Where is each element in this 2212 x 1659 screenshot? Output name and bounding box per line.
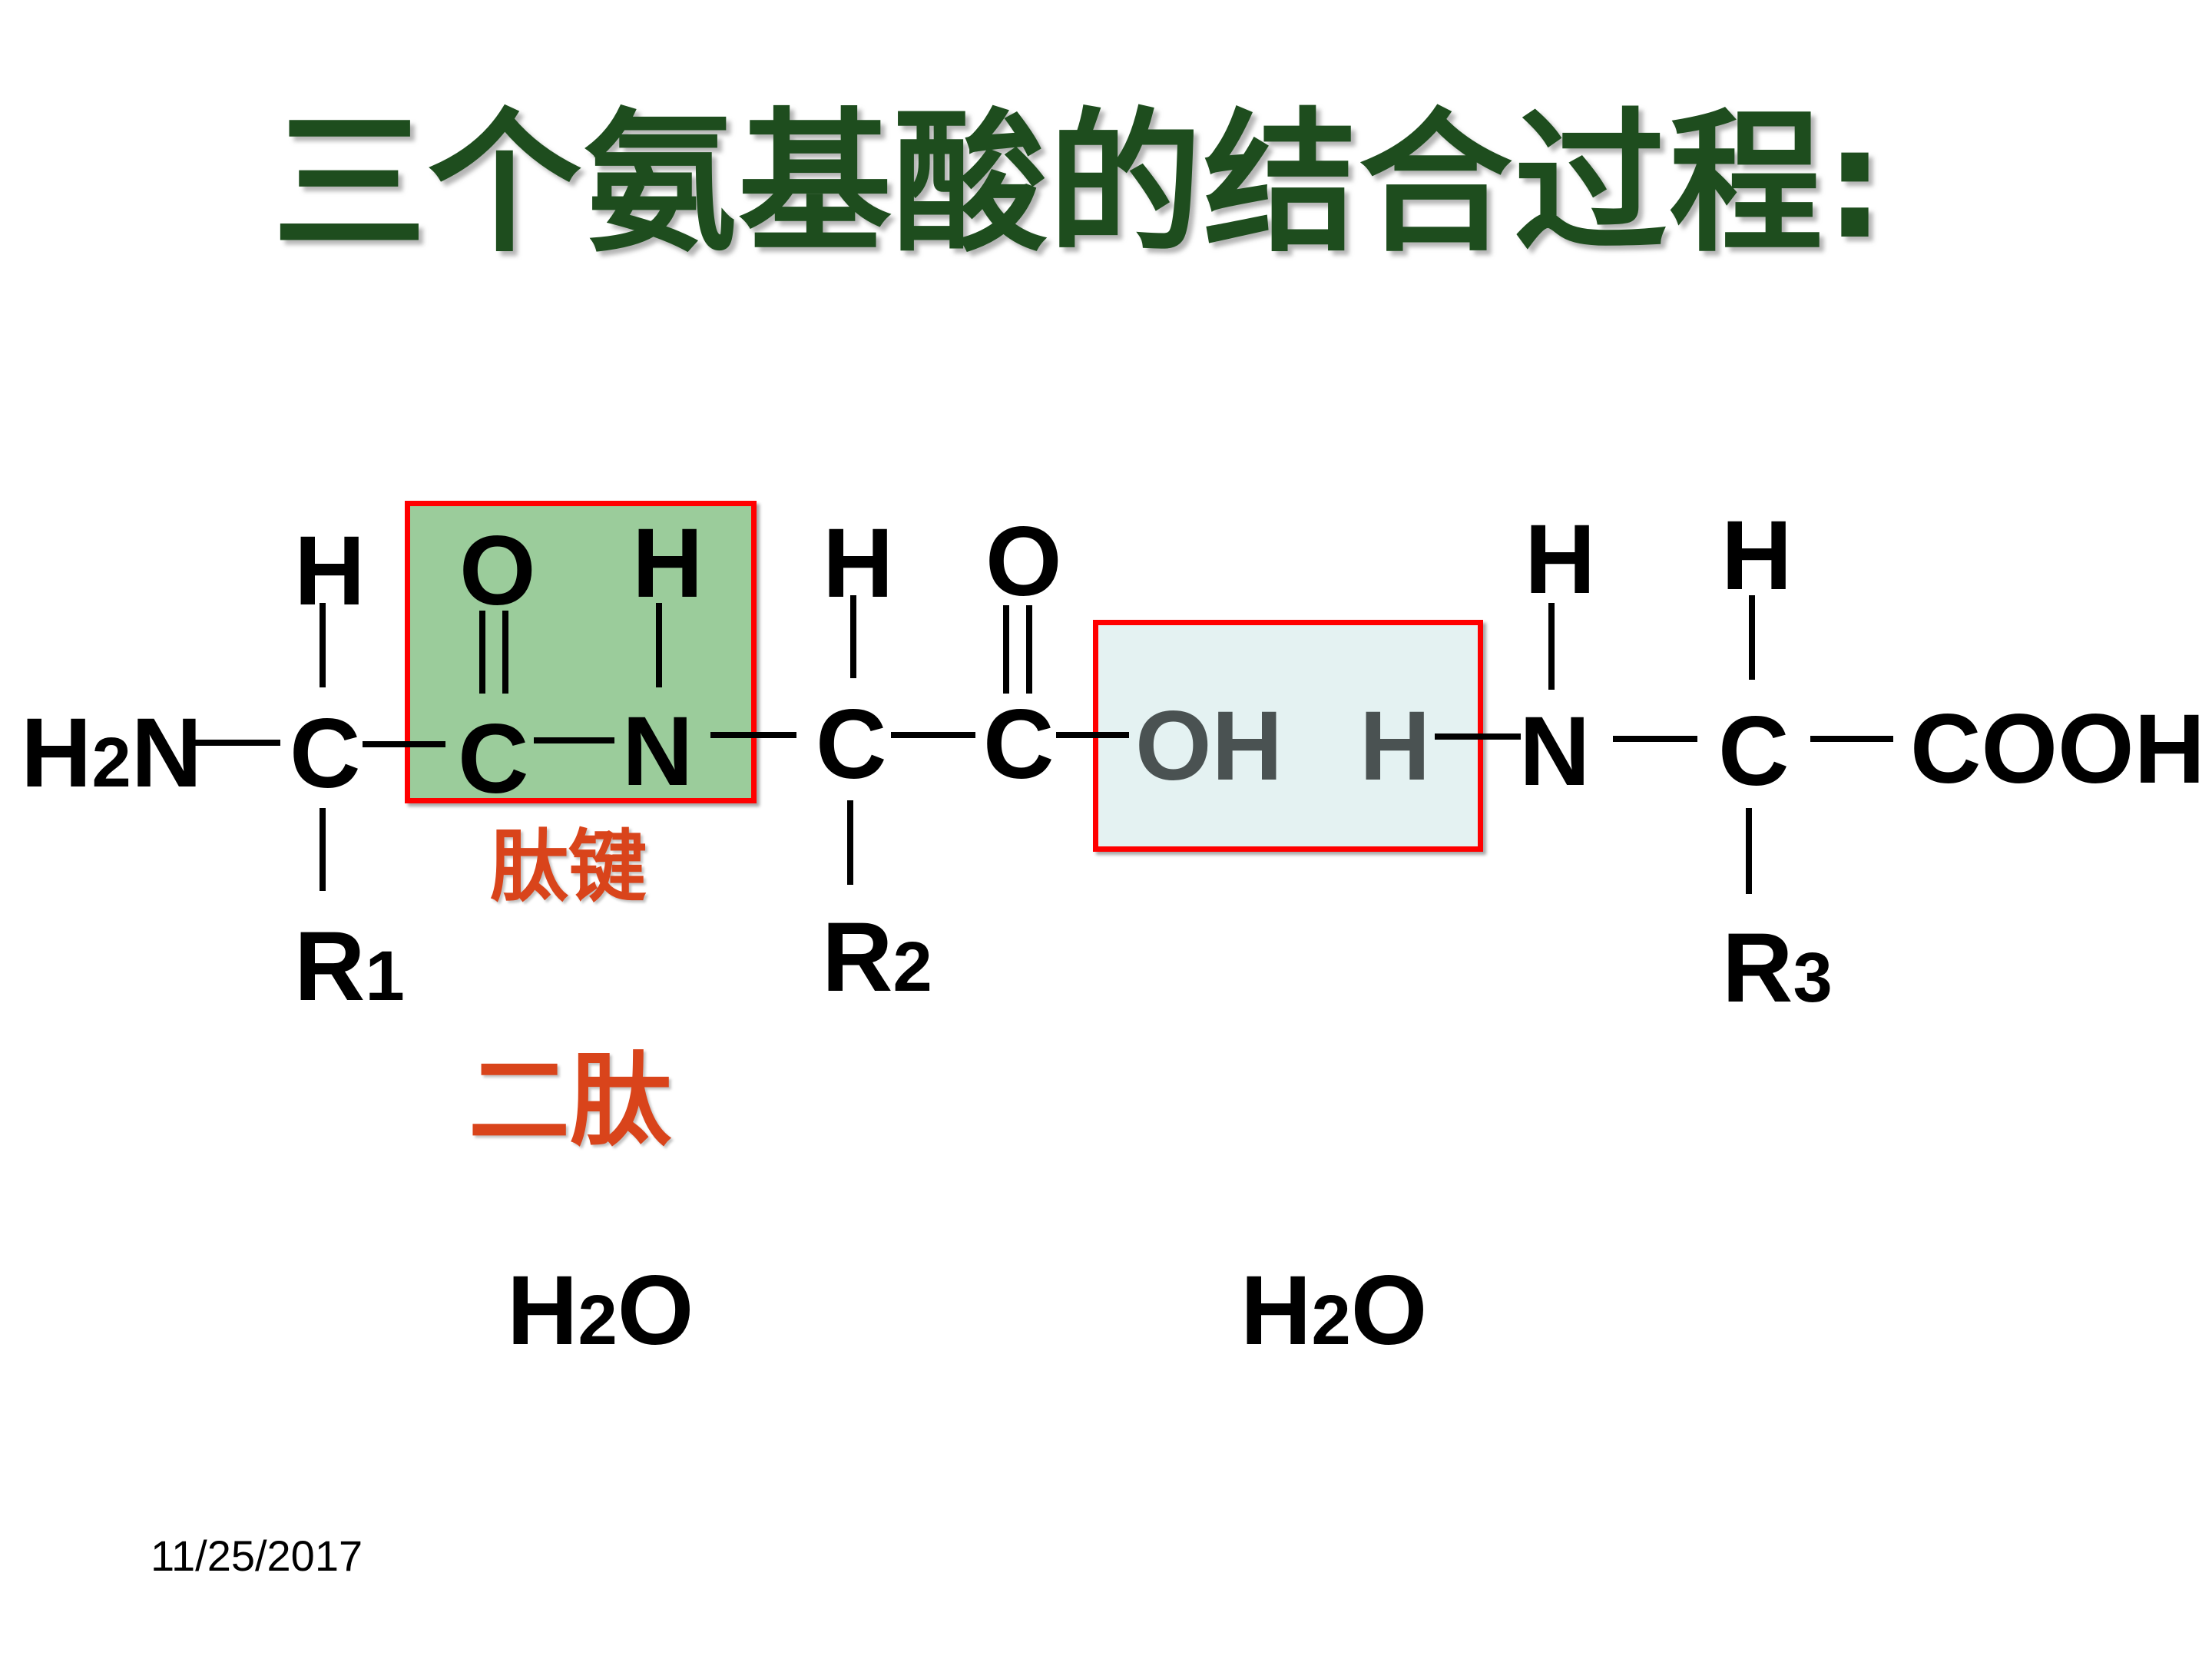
bond-double-c4-o-b (1026, 605, 1032, 694)
side-chain-r3: R3 (1722, 913, 1833, 1023)
bond-v-c5-h (1749, 595, 1755, 680)
main-n-2: N (1519, 697, 1591, 806)
main-c-2: C (458, 704, 529, 814)
bond-v-c3-h (850, 595, 856, 678)
bond-v-n1-h (656, 603, 662, 687)
top-o-1: O (459, 516, 536, 626)
bond-h-n1-c3 (710, 732, 796, 738)
bond-h-n2-c5 (1613, 736, 1697, 742)
bond-h-h2n-c1 (187, 740, 280, 746)
top-o-2: O (985, 507, 1062, 617)
main-c-4: C (983, 690, 1055, 800)
bond-v-c1-r1 (320, 808, 326, 891)
bond-double-c2-o-b (502, 611, 508, 694)
top-h-1: H (294, 516, 366, 626)
main-h-removed: H (1359, 691, 1431, 801)
dipeptide-label: 二肽 (469, 1041, 671, 1161)
slide-title: 三个氨基酸的结合过程: (273, 94, 1887, 273)
bond-v-n2-h (1548, 603, 1555, 690)
bond-h-c5-cooh (1810, 736, 1893, 742)
peptide-bond-label: 肽键 (490, 821, 647, 913)
bond-h-c2-n1 (534, 737, 614, 743)
bond-h-c4-oh (1056, 732, 1129, 738)
main-c-1: C (290, 699, 361, 809)
top-h-3: H (823, 508, 894, 618)
water-label-1: H2O (507, 1256, 694, 1366)
bond-v-c3-r2 (847, 800, 853, 885)
bond-double-c2-o-a (479, 611, 485, 694)
side-chain-r1: R1 (294, 912, 405, 1022)
main-c-3: C (816, 690, 887, 800)
main-n-1: N (622, 697, 694, 806)
bond-double-c4-o-a (1003, 605, 1009, 694)
main-h2n: H2N (21, 698, 203, 808)
bond-h-c3-c4 (891, 732, 975, 738)
water-removal-highlight-box (1093, 620, 1483, 852)
bond-v-c5-r3 (1746, 808, 1752, 894)
bond-v-c1-h (320, 603, 326, 687)
bond-h-h-n2 (1435, 733, 1521, 740)
bond-h-c1-c2 (363, 741, 445, 747)
side-chain-r2: R2 (822, 902, 932, 1012)
main-c-5: C (1718, 697, 1790, 806)
peptide-bond-highlight-box (405, 501, 757, 803)
top-h-2: H (632, 508, 704, 618)
water-label-2: H2O (1240, 1256, 1428, 1366)
top-h-4: H (1525, 505, 1596, 614)
main-cooh: COOH (1910, 694, 2205, 804)
slide-date: 11/25/2017 (151, 1532, 363, 1580)
main-oh-removed: OH (1135, 691, 1283, 801)
top-h-5: H (1721, 501, 1793, 611)
